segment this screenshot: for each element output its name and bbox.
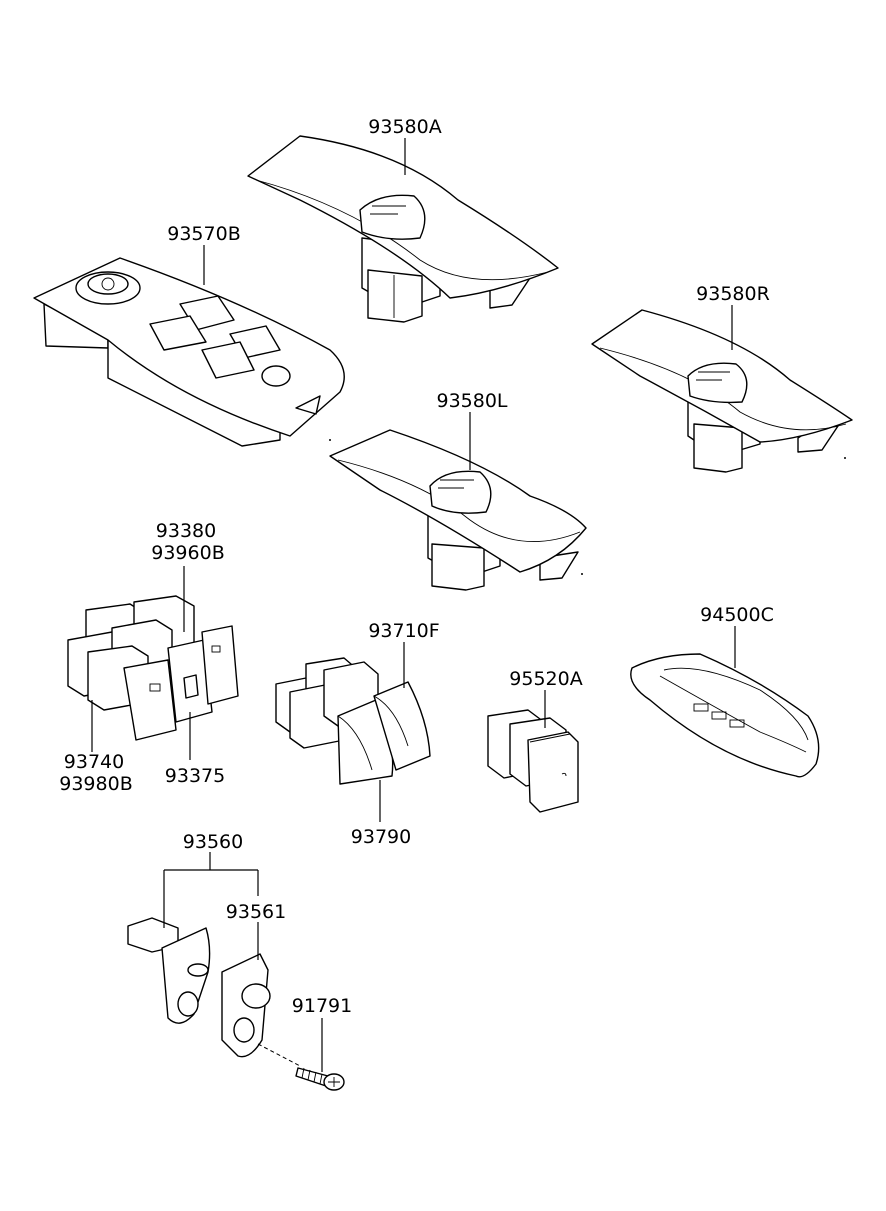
part-93570B-master-switch [33,257,345,447]
label-93580A: 93580A [368,116,441,138]
label-93980B: 93980B [59,773,132,795]
part-93380-switch-block [67,595,239,741]
part-94500C-bezel [630,653,820,778]
label-93580L: 93580L [436,390,507,412]
label-93380: 93380 [156,520,216,542]
label-93570B: 93570B [167,223,240,245]
label-93375: 93375 [165,765,225,787]
part-93580R-switch-panel [591,309,853,473]
label-93561: 93561 [226,901,286,923]
label-93740: 93740 [64,751,124,773]
part-93710F-switch-pair [275,657,431,785]
part-93580L-switch-panel [329,429,587,591]
label-93790: 93790 [351,826,411,848]
label-93560: 93560 [183,831,243,853]
label-91791: 91791 [292,995,352,1017]
label-94500C: 94500C [700,604,774,626]
part-91791-screw [295,1067,345,1091]
label-95520A: 95520A [509,668,582,690]
part-93580A-switch-panel [247,135,559,323]
part-95520A-switch [487,709,579,813]
part-93560-door-switch [127,917,271,1058]
label-93710F: 93710F [368,620,439,642]
label-93580R: 93580R [696,283,770,305]
label-93960B: 93960B [151,542,224,564]
